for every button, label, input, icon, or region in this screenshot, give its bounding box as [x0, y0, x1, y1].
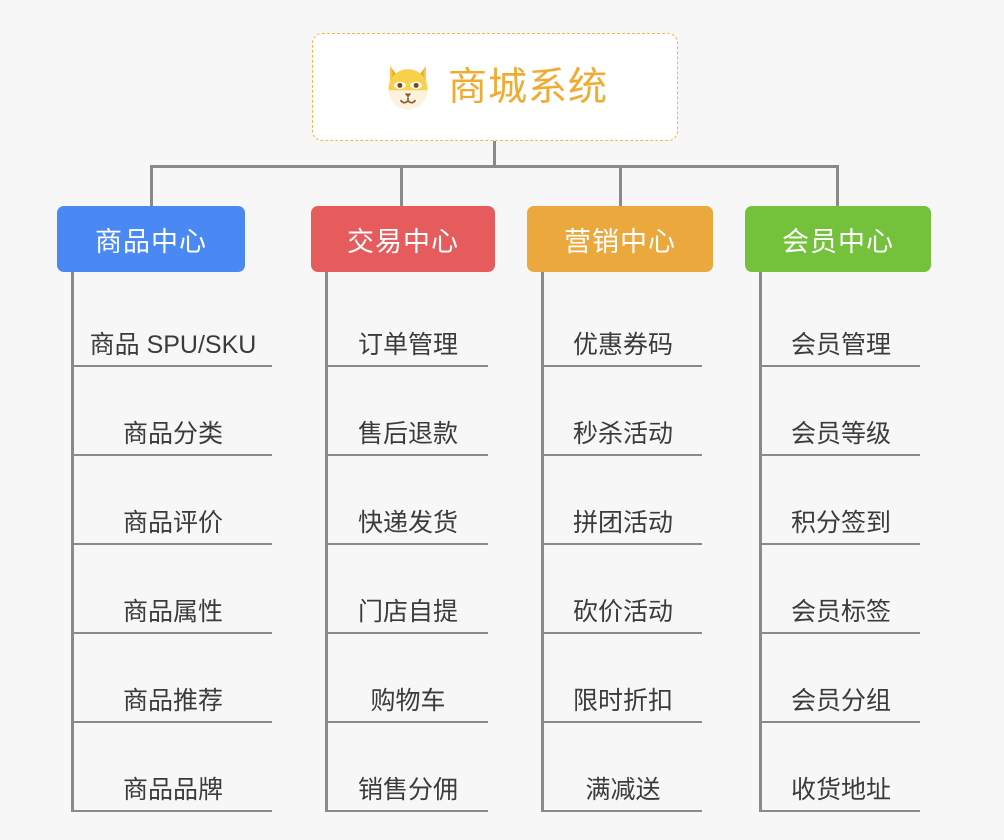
list-item[interactable]: 拼团活动 — [544, 456, 702, 545]
leaf-label: 秒杀活动 — [572, 419, 673, 448]
branch-column-1: 商品中心 商品 SPU/SKU 商品分类 商品评价 商品属性 商品推荐 商品品牌 — [57, 206, 289, 812]
leaf-label: 购物车 — [370, 686, 446, 715]
list-item[interactable]: 砍价活动 — [544, 545, 702, 634]
leaf-label: 优惠券码 — [572, 330, 673, 359]
leaf-list-2: 订单管理 售后退款 快递发货 门店自提 购物车 销售分佣 — [325, 272, 525, 812]
list-item[interactable]: 秒杀活动 — [544, 367, 702, 456]
category-header-4-label: 会员中心 — [782, 226, 894, 257]
list-item[interactable]: 售后退款 — [328, 367, 488, 456]
leaf-list-1: 商品 SPU/SKU 商品分类 商品评价 商品属性 商品推荐 商品品牌 — [71, 272, 289, 812]
list-item[interactable]: 商品 SPU/SKU — [74, 278, 272, 367]
leaf-label: 收货地址 — [790, 775, 891, 804]
branch-column-2: 交易中心 订单管理 售后退款 快递发货 门店自提 购物车 销售分佣 — [311, 206, 525, 812]
shiba-dog-face-icon — [388, 65, 428, 110]
leaf-label: 限时折扣 — [572, 686, 673, 715]
leaf-label: 会员管理 — [790, 330, 891, 359]
list-item[interactable]: 会员等级 — [762, 367, 920, 456]
leaf-label: 商品 SPU/SKU — [89, 330, 257, 359]
leaf-label: 商品属性 — [122, 597, 223, 626]
list-item[interactable]: 商品推荐 — [74, 634, 272, 723]
list-item[interactable]: 快递发货 — [328, 456, 488, 545]
list-item[interactable]: 会员管理 — [762, 278, 920, 367]
leaf-label: 商品品牌 — [122, 775, 223, 804]
list-item[interactable]: 优惠券码 — [544, 278, 702, 367]
list-item[interactable]: 商品分类 — [74, 367, 272, 456]
category-header-4[interactable]: 会员中心 — [745, 206, 931, 272]
leaf-label: 门店自提 — [357, 597, 458, 626]
leaf-label: 砍价活动 — [572, 597, 673, 626]
leaf-label: 销售分佣 — [357, 775, 458, 804]
list-item[interactable]: 会员标签 — [762, 545, 920, 634]
list-item[interactable]: 销售分佣 — [328, 723, 488, 812]
leaf-label: 会员等级 — [790, 419, 891, 448]
list-item[interactable]: 购物车 — [328, 634, 488, 723]
category-header-2-label: 交易中心 — [347, 226, 459, 257]
list-item[interactable]: 门店自提 — [328, 545, 488, 634]
leaf-label: 商品分类 — [122, 419, 223, 448]
list-item[interactable]: 满减送 — [544, 723, 702, 812]
leaf-label: 会员标签 — [790, 597, 891, 626]
leaf-label: 商品评价 — [122, 508, 223, 537]
category-header-3-label: 营销中心 — [564, 226, 676, 257]
leaf-list-3: 优惠券码 秒杀活动 拼团活动 砍价活动 限时折扣 满减送 — [541, 272, 731, 812]
leaf-label: 拼团活动 — [572, 508, 673, 537]
leaf-label: 商品推荐 — [122, 686, 223, 715]
list-item[interactable]: 商品属性 — [74, 545, 272, 634]
leaf-label: 会员分组 — [790, 686, 891, 715]
leaf-label: 快递发货 — [357, 508, 458, 537]
root-node[interactable]: 商城系统 — [312, 33, 678, 141]
category-header-2[interactable]: 交易中心 — [311, 206, 495, 272]
leaf-label: 积分签到 — [790, 508, 891, 537]
branch-column-4: 会员中心 会员管理 会员等级 积分签到 会员标签 会员分组 收货地址 — [745, 206, 950, 812]
connector-drop-3 — [619, 165, 622, 207]
branch-column-3: 营销中心 优惠券码 秒杀活动 拼团活动 砍价活动 限时折扣 满减送 — [527, 206, 731, 812]
connector-drop-2 — [400, 165, 403, 207]
connector-drop-4 — [836, 165, 839, 207]
list-item[interactable]: 商品品牌 — [74, 723, 272, 812]
connector-root-stem — [493, 141, 496, 167]
list-item[interactable]: 会员分组 — [762, 634, 920, 723]
connector-drop-1 — [150, 165, 153, 207]
list-item[interactable]: 限时折扣 — [544, 634, 702, 723]
list-item[interactable]: 订单管理 — [328, 278, 488, 367]
root-title: 商城系统 — [447, 65, 608, 109]
category-header-3[interactable]: 营销中心 — [527, 206, 713, 272]
leaf-label: 售后退款 — [357, 419, 458, 448]
list-item[interactable]: 积分签到 — [762, 456, 920, 545]
category-header-1[interactable]: 商品中心 — [57, 206, 245, 272]
list-item[interactable]: 收货地址 — [762, 723, 920, 812]
leaf-list-4: 会员管理 会员等级 积分签到 会员标签 会员分组 收货地址 — [759, 272, 950, 812]
list-item[interactable]: 商品评价 — [74, 456, 272, 545]
leaf-label: 订单管理 — [357, 330, 458, 359]
category-header-1-label: 商品中心 — [95, 226, 207, 257]
leaf-label: 满减送 — [585, 775, 661, 804]
connector-horizontal-bus — [150, 165, 839, 168]
